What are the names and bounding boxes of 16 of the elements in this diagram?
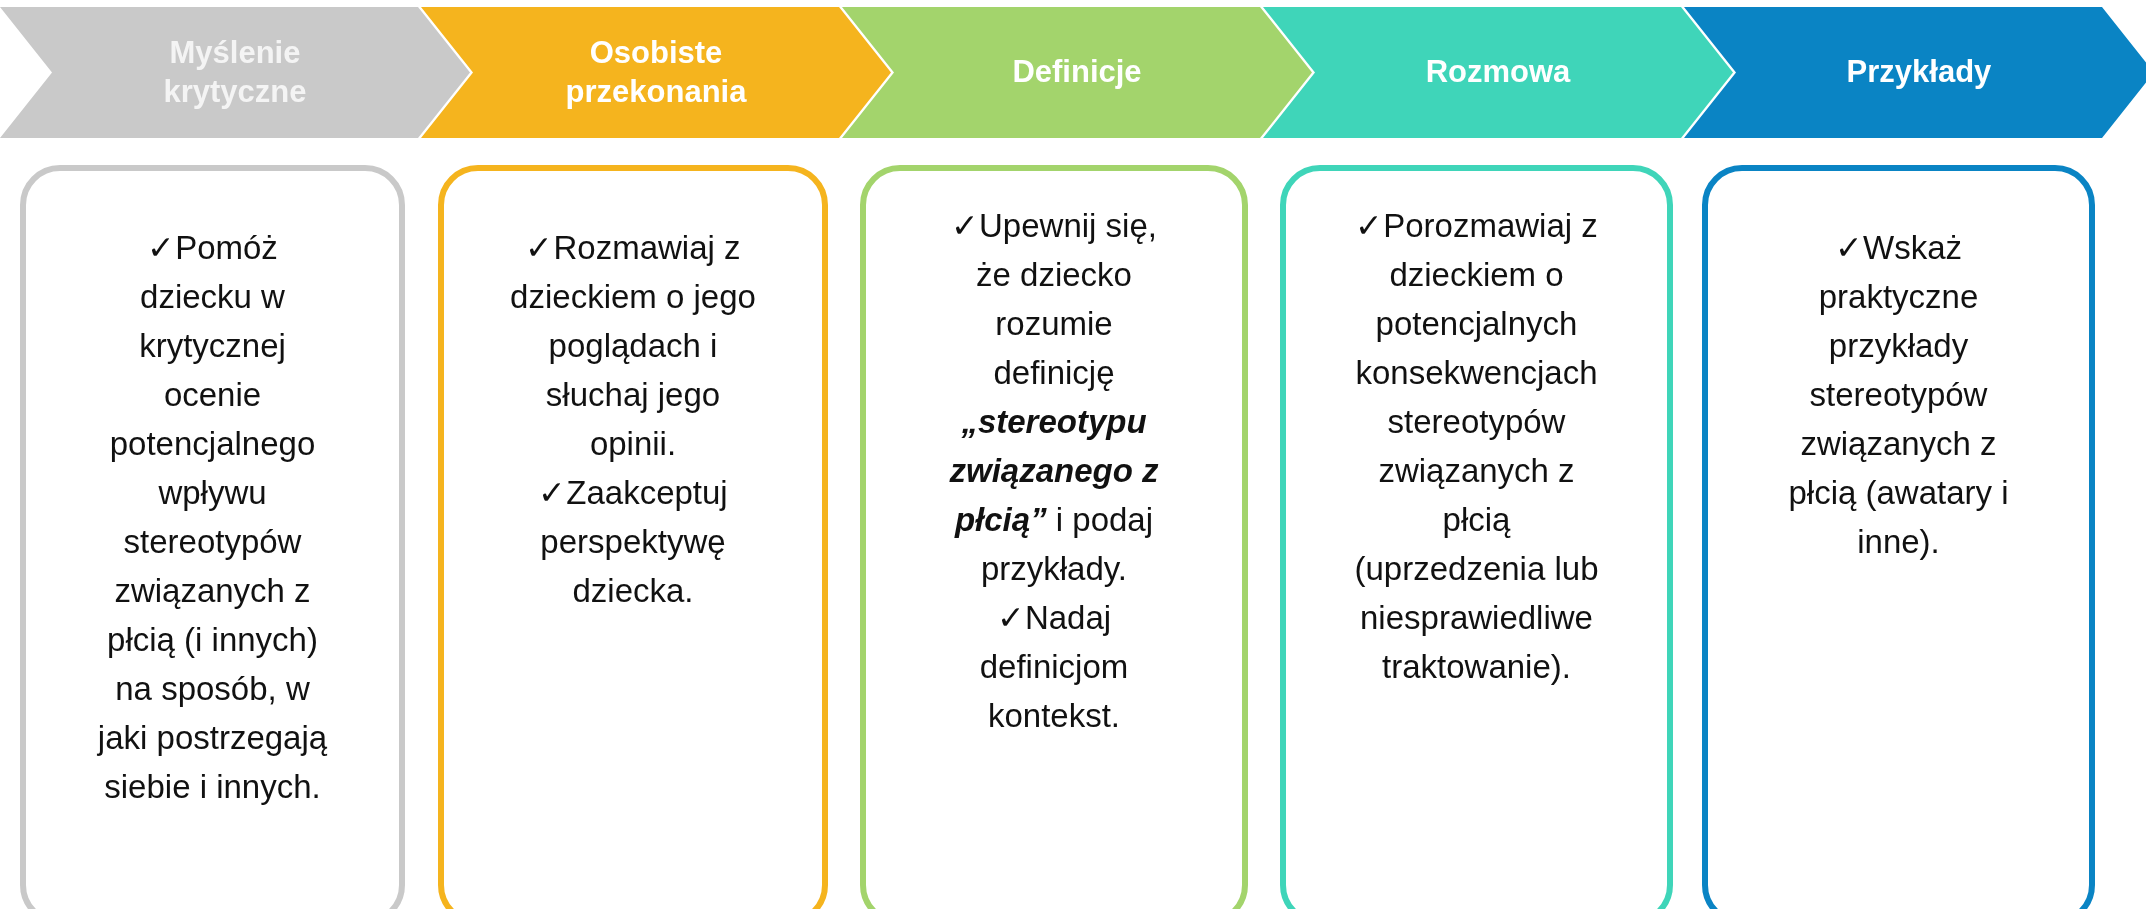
checklist-item: ✓Zaakceptuj perspektywę dziecka. [537, 473, 729, 611]
step-title: Definicje [1012, 53, 1142, 92]
checklist-item: ✓Nadaj definicjom kontekst. [978, 598, 1130, 736]
checklist-item: ✓Porozmawiaj z dzieckiem o potencjalnych konsekwencjach stereotypów związanych z płcią (uprzedzenia lub niesprawiedliwe traktowanie). [1353, 206, 1600, 687]
step-card [20, 165, 405, 909]
checklist-item: ✓Rozmawiaj z dzieckiem o jego poglądach i słuchaj jego opinii. [509, 228, 757, 464]
step-title: Rozmowa [1425, 53, 1571, 92]
step-title: Osobiste przekonania [564, 33, 748, 111]
checklist-item: ✓Pomóż dziecku w krytycznej ocenie potencjalnego wpływu stereotypów związanych z płcią (i innych) na sposób, w jaki postrzegają siebie i innych. [96, 228, 329, 807]
step-title: Przykłady [1846, 53, 1992, 92]
step-card [1280, 165, 1673, 909]
checklist-item: ✓Upewnij się, że dziecko rozumie definicję „stereotypu związanego z płcią” i podaj przykłady. [948, 206, 1160, 589]
step-card [438, 165, 828, 909]
step-card [860, 165, 1248, 909]
checklist-item: ✓Wskaż praktyczne przykłady stereotypów związanych z płcią (awatary i inne). [1787, 228, 2010, 562]
step-card [1702, 165, 2095, 909]
